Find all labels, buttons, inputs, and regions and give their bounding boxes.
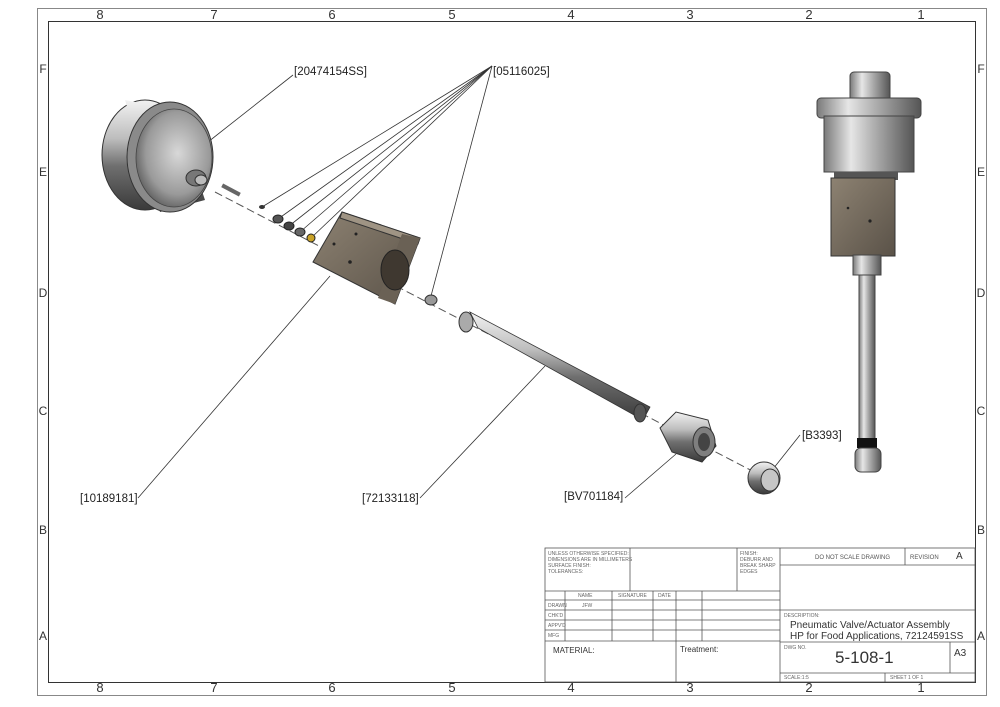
tip-fitting [747,461,781,495]
zone-column-label: 3 [686,7,694,22]
zone-column-label: 2 [805,680,813,695]
zone-row-label: B [976,523,985,537]
description-line-1: Pneumatic Valve/Actuator Assembly [790,620,950,631]
zone-column-label: 7 [210,680,218,695]
col-header-signature: SIGNATURE [618,593,647,599]
actuator-rod [458,311,651,423]
zone-column-label: 5 [448,680,456,695]
sheet-size: A3 [954,648,967,659]
material-label: MATERIAL: [553,646,595,655]
scale-value: SCALE:1:5 [784,675,809,681]
leader-lines [137,65,801,499]
zone-row-label: C [976,404,986,418]
zone-column-label: 1 [917,680,925,695]
zone-column-label: 1 [917,7,925,22]
col-header-name: NAME [578,593,593,599]
revision-value: A [956,551,963,562]
zone-column-label: 8 [96,7,104,22]
treatment-label: Treatment: [680,645,719,654]
tolerance-note: UNLESS OTHERWISE SPECIFIED: DIMENSIONS A… [548,551,633,575]
zone-column-label: 2 [805,7,813,22]
zone-row-label: F [39,62,47,76]
hex-nut [659,411,717,463]
assembled-valve-view [816,71,922,473]
drawing-border-outer [37,8,987,696]
dwg-no-label: DWG NO. [784,645,807,651]
row-approved: APPV'D [548,623,566,629]
drawing-border-inner [48,21,976,683]
description-label: DESCRIPTION: [784,613,820,619]
callout-tip-part: [B3393] [802,430,842,442]
zone-row-label: B [38,523,47,537]
row-drawn: DRAWN [548,603,567,609]
callout-rod-part: [72133118] [362,493,419,505]
row-mfg: MFG [548,633,560,639]
seal-rings [259,205,316,243]
zone-column-label: 3 [686,680,694,695]
zone-row-label: A [38,629,47,643]
small-fitting [424,294,438,306]
drawn-by: JFW [582,603,593,609]
zone-row-label: E [38,165,47,179]
row-checked: CHK'D [548,613,564,619]
zone-column-label: 6 [328,7,336,22]
zone-row-label: D [38,286,48,300]
callout-nut-part: [BV701184] [564,491,624,503]
valve-block [312,211,421,305]
zone-column-label: 4 [567,7,575,22]
pressure-gauge [101,99,241,213]
zone-column-label: 8 [96,680,104,695]
drawing-number: 5-108-1 [835,648,894,667]
zone-row-label: F [977,62,985,76]
callout-seal-part: [05116025] [493,66,550,78]
callout-gauge-part: [20474154SS] [294,66,367,78]
description-line-2: HP for Food Applications, 72124591SS [790,631,964,642]
zone-column-label: 7 [210,7,218,22]
sheet-number: SHEET 1 OF 1 [890,675,924,681]
zone-row-label: D [976,286,986,300]
do-not-scale-note: DO NOT SCALE DRAWING [815,555,891,561]
col-header-date: DATE [658,593,671,599]
zone-column-label: 6 [328,680,336,695]
zone-row-label: A [976,629,985,643]
zone-row-label: E [976,165,985,179]
title-block-grid [544,547,976,683]
revision-label: REVISION [910,555,939,561]
zone-row-label: C [38,404,48,418]
zone-column-label: 4 [567,680,575,695]
finish-note: FINISH: DEBURR AND BREAK SHARP EDGES [740,551,776,575]
callout-block-part: [10189181] [80,493,138,505]
zone-column-label: 5 [448,7,456,22]
